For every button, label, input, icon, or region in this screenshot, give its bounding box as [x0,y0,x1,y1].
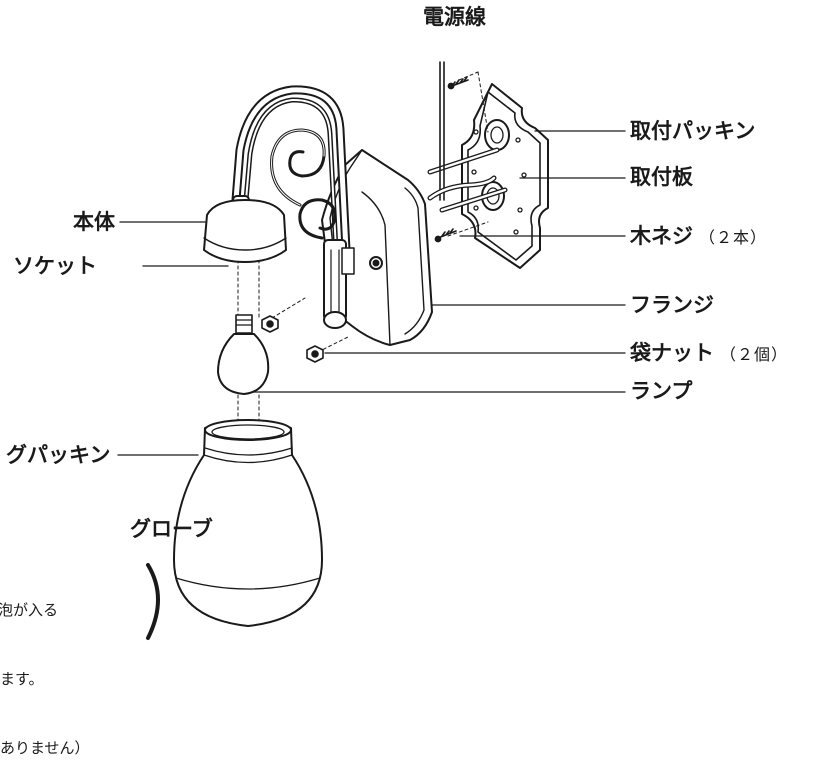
flange-box [321,149,433,346]
mount-plate-group [427,83,549,269]
label-wood-screw-text: 木ネジ [630,224,693,248]
note-line-1: 泡が入る [0,601,59,619]
globe [173,419,323,627]
label-mount-plate: 取付板 [630,165,693,189]
lamp-bulb [217,314,270,395]
label-wood-screw: 木ネジ （２本） [630,226,767,247]
label-cap-nut-qty: （２個） [720,345,789,364]
wood-screws [434,76,469,243]
note-line-2: ます。 [0,670,44,688]
label-globe: グローブ [130,517,213,541]
arm-scroll [270,128,326,207]
label-cap-nut: 袋ナット （２個） [630,343,788,364]
note-line-3: ありません） [0,739,90,757]
mount-plate-hole-top [484,119,510,151]
note-bracket [146,563,160,640]
body-canopy [203,195,287,263]
mount-packing-shape [461,83,549,269]
leader-lines [117,130,626,531]
decorative-arm [231,85,355,329]
label-power-cord: 電源線 [423,5,486,29]
label-globe-packing: グパッキン [6,443,111,467]
label-flange: フランジ [630,293,714,317]
exploded-drawing [117,61,626,640]
label-wood-screw-qty: （２本） [699,228,768,247]
globe-note: 泡が入る ます。 ありません） [0,553,90,783]
label-lamp: ランプ [630,379,693,403]
label-mount-packing: 取付パッキン [630,119,756,143]
mount-plate-shape [467,91,541,261]
diagram-canvas: 電源線 取付パッキン 取付板 木ネジ （２本） 本体 ソケット フランジ 袋ナット… [0,5,788,758]
label-cap-nut-text: 袋ナット [630,341,714,365]
label-socket: ソケット [13,254,97,278]
power-cord [427,61,497,201]
label-body: 本体 [73,210,115,234]
cap-nuts [261,315,324,363]
